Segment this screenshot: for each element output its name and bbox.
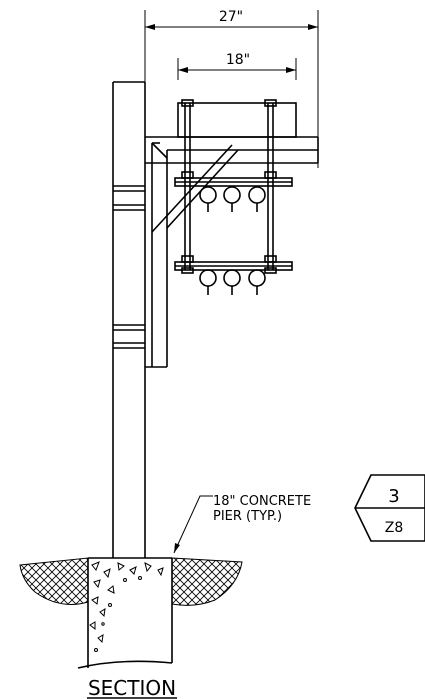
top-cap <box>177 102 297 138</box>
overall-dimension-label: 27" <box>219 9 243 25</box>
callout-line1: 18" CONCRETE <box>213 494 311 509</box>
bracket-frame <box>145 136 319 368</box>
section-caption: SECTION <box>87 676 177 699</box>
section-caption-text: SECTION <box>88 676 176 699</box>
pier-callout: 18" CONCRETE PIER (TYP.) <box>173 494 311 554</box>
callout-line2: PIER (TYP.) <box>213 509 282 524</box>
lower-plate-assembly <box>174 261 293 295</box>
overall-dimension: 27" <box>144 9 319 168</box>
section-tag-number: 3 <box>388 486 399 507</box>
section-tag-sheet: Z8 <box>385 520 404 536</box>
section-tag: 3 Z8 <box>354 474 425 542</box>
concrete-pier <box>77 557 173 669</box>
bolt-spacing-dimension: 18" <box>177 52 297 80</box>
main-post <box>112 81 146 558</box>
upper-plate-assembly <box>174 177 293 212</box>
ground-hatch <box>19 557 243 606</box>
concrete-aggregate <box>89 561 164 652</box>
bolt-spacing-label: 18" <box>226 52 250 68</box>
